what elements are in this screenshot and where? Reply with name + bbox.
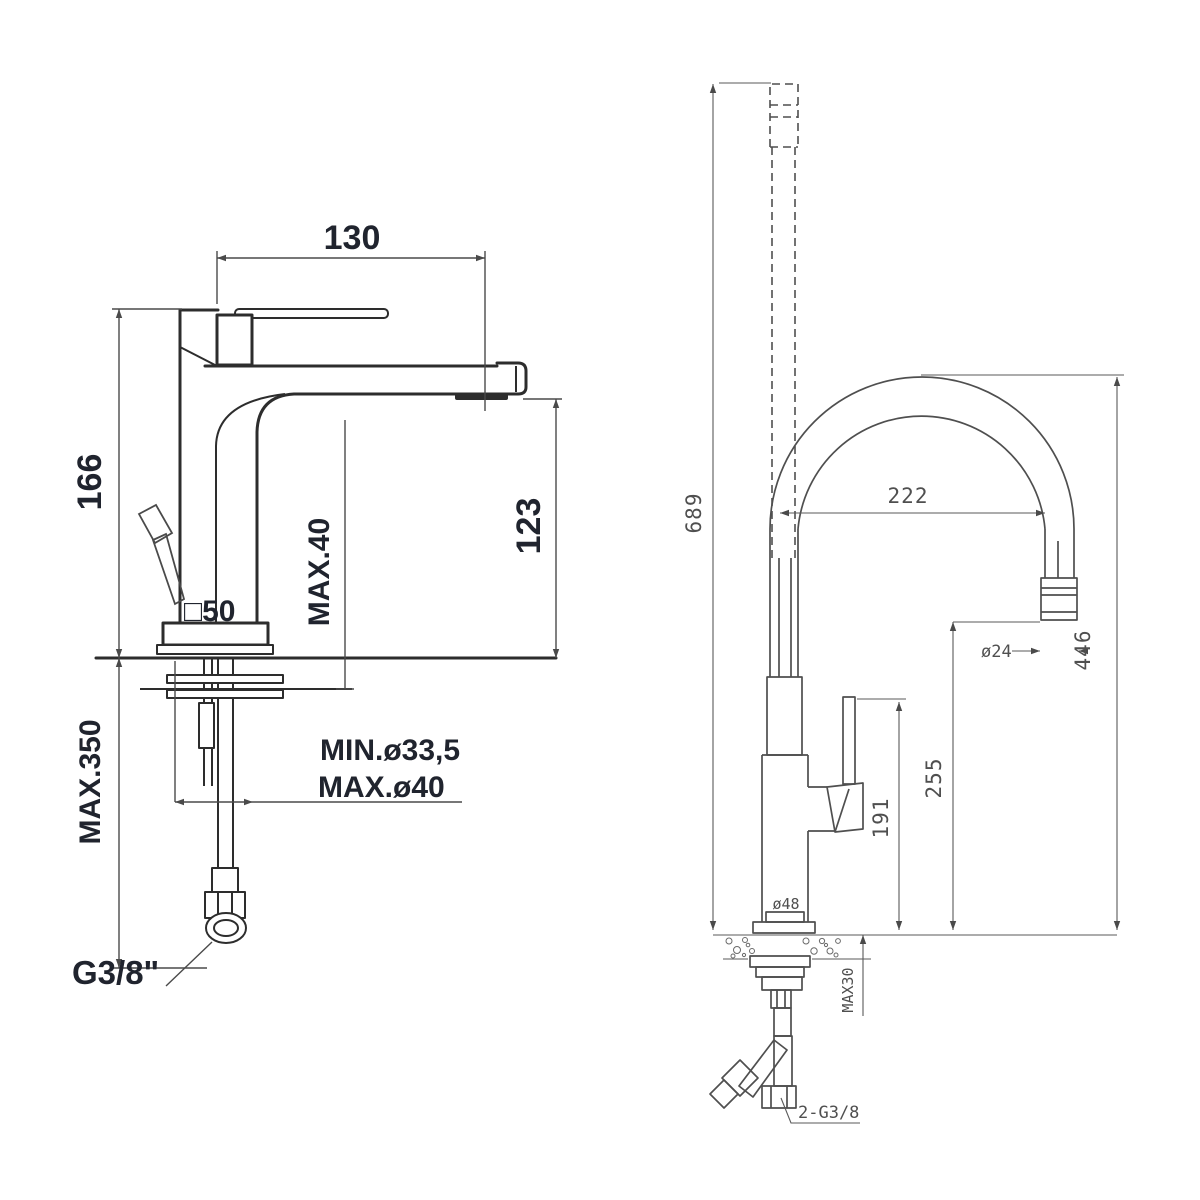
connector-nut [204,891,246,919]
dim-max-supply-length: MAX.350 [74,719,107,844]
right-view-dimensions [709,82,1124,1124]
left-view-dimensions [110,251,562,987]
pullout-hose-extended [769,83,799,558]
lever-handle [234,308,389,319]
mounting-nut [749,955,811,968]
braided-hose [773,1035,793,1087]
counter-section [713,934,1117,960]
basin-mixer-outline [94,308,558,944]
right-view-kitchen-mixer: 689 222 ø24 446 255 191 ø48 MAX30 2-G3/8 [682,82,1124,1124]
label-supply-thread: 2-G3/8 [798,1103,859,1123]
hose-nut [761,1085,797,1109]
counter-hatch [725,937,841,959]
base-flange [752,921,816,934]
dim-spout-height: 446 [1071,630,1095,671]
dim-spray-head-diameter: ø24 [981,642,1012,662]
left-view-basin-mixer: 130 166 123 MAX.40 □50 MAX.350 MIN.ø33,5… [71,219,562,991]
spray-head [1040,577,1078,621]
dim-spout-outlet-height: 123 [510,498,548,555]
riser-collar [766,676,803,756]
shank [770,989,792,1009]
connector-end [205,912,247,944]
dim-spout-reach: 130 [324,219,381,257]
mounting-washer [166,689,284,699]
dim-hole-min-diameter: MIN.ø33,5 [320,734,460,767]
dim-handle-top-height: 191 [869,798,893,839]
mounting-washer [166,674,284,684]
handle-lever [842,696,856,785]
handle-base [826,782,864,833]
hose-end-nut [709,1079,739,1109]
braided-hose [773,1007,792,1037]
dim-hole-max-diameter: MAX.ø40 [318,771,445,804]
hose-connector [211,867,239,893]
dim-max-counter-thickness: MAX30 [839,967,857,1012]
dim-base-diameter: ø48 [772,895,799,913]
dim-height-to-spout-top: 166 [71,454,109,511]
dim-max-counter-thickness: MAX.40 [303,518,336,626]
dim-spout-reach: 222 [888,484,929,508]
braided-hose [738,1039,788,1098]
kitchen-mixer-outline [752,376,1078,934]
dim-total-height: 689 [682,493,706,534]
under-counter-assembly [709,955,811,1109]
dim-outlet-height: 255 [922,758,946,799]
label-supply-thread: G3/8" [72,954,159,991]
lever-open-position [137,503,174,545]
hose-elbow-nut [721,1059,759,1097]
dim-base-square: □50 [184,595,236,628]
mounting-stud [198,702,215,749]
handle-base [215,313,254,367]
base-neck [765,911,805,923]
